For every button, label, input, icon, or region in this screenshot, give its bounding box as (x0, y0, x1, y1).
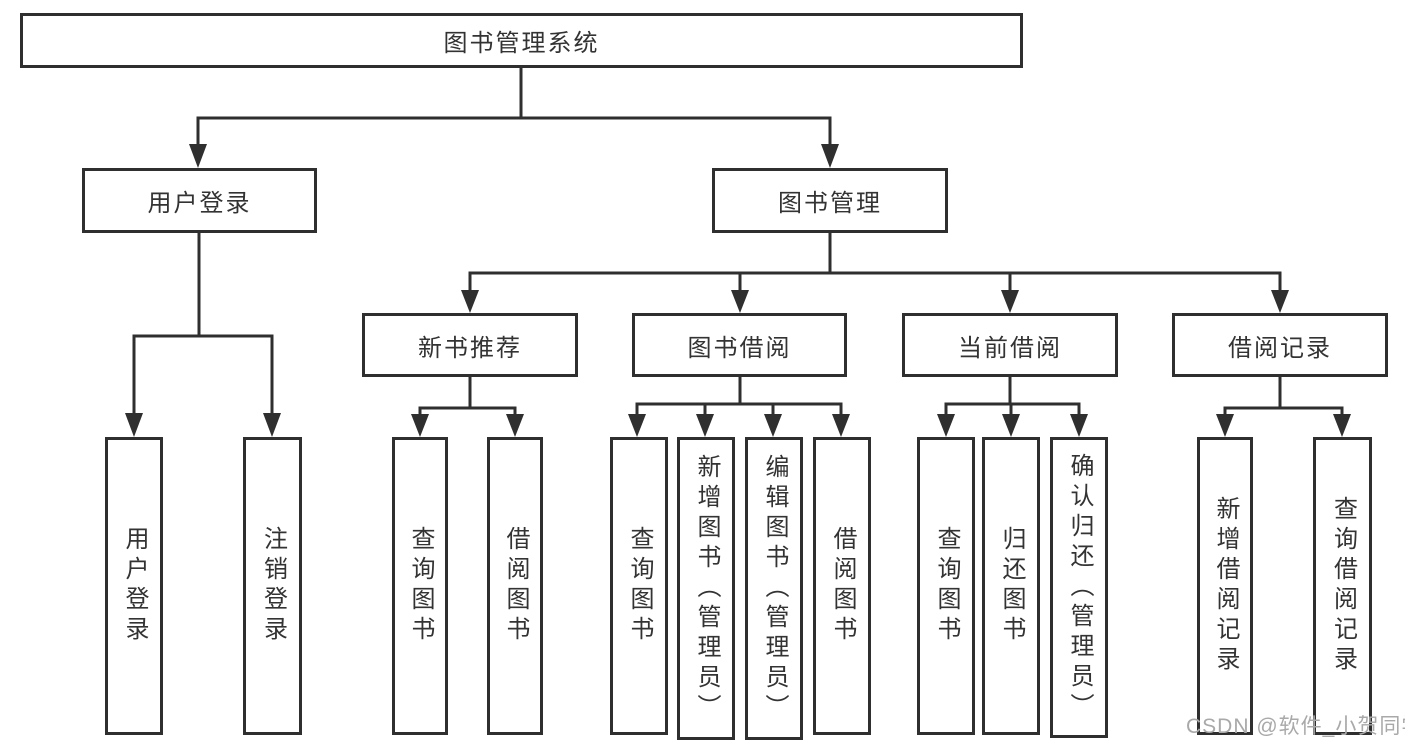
node-leaf-borrow-books-recommend: 借阅图书 (487, 437, 543, 735)
node-leaf-return-books: 归还图书 (982, 437, 1040, 735)
node-label: 新增借阅记录 (1212, 496, 1239, 676)
node-leaf-add-books-admin: 新增图书（管理员） (677, 437, 735, 740)
connector-new-book-split (411, 377, 524, 437)
node-label: 查询借阅记录 (1329, 496, 1357, 676)
node-book-borrow: 图书借阅 (632, 313, 847, 377)
node-label: 新增图书（管理员） (693, 453, 720, 724)
node-label: 当前借阅 (958, 334, 1062, 362)
node-label: 新书推荐 (418, 334, 522, 362)
connector-borrow-records-split (1216, 377, 1351, 437)
node-label: 编辑图书（管理员） (761, 453, 788, 724)
node-label: 查询图书 (407, 526, 434, 646)
node-label: 查询图书 (933, 526, 960, 646)
node-leaf-query-books-recommend: 查询图书 (392, 437, 448, 735)
node-current-borrow: 当前借阅 (902, 313, 1118, 377)
node-leaf-edit-books-admin: 编辑图书（管理员） (745, 437, 803, 740)
node-library-system: 图书管理系统 (20, 13, 1023, 68)
connector-user-login-split (125, 233, 281, 437)
node-label: 注销登录 (259, 526, 287, 646)
connector-root-to-level2 (189, 68, 839, 168)
node-label: 借阅图书 (829, 526, 856, 646)
node-user-login: 用户登录 (82, 168, 317, 233)
node-label: 图书借阅 (687, 334, 792, 362)
node-leaf-query-books-current: 查询图书 (917, 437, 975, 735)
node-label: 借阅图书 (502, 526, 529, 646)
node-label: 确认归还（管理员） (1066, 452, 1093, 723)
node-leaf-logout: 注销登录 (243, 437, 302, 735)
node-book-management: 图书管理 (712, 168, 948, 233)
node-label: 归还图书 (998, 526, 1025, 646)
node-label: 图书管理系统 (443, 30, 600, 57)
connector-book-borrow-split (628, 377, 850, 437)
connector-book-management-split (461, 233, 1289, 313)
node-borrow-records: 借阅记录 (1172, 313, 1388, 377)
node-label: 用户登录 (147, 190, 252, 217)
connector-current-borrow-split (937, 377, 1088, 437)
watermark-text: CSDN @软件_小贺同学 (1186, 715, 1405, 738)
node-leaf-borrow-books: 借阅图书 (813, 437, 871, 735)
node-leaf-confirm-return-admin: 确认归还（管理员） (1050, 437, 1108, 738)
node-label: 图书管理 (778, 190, 882, 217)
node-label: 用户登录 (121, 526, 148, 646)
node-leaf-user-login: 用户登录 (105, 437, 163, 735)
node-new-book-recommend: 新书推荐 (362, 313, 578, 377)
node-leaf-add-borrow-record: 新增借阅记录 (1197, 437, 1253, 735)
node-label: 查询图书 (626, 526, 653, 646)
node-leaf-query-borrow-record: 查询借阅记录 (1313, 437, 1372, 735)
node-leaf-query-books-borrow: 查询图书 (610, 437, 668, 735)
node-label: 借阅记录 (1228, 334, 1332, 362)
